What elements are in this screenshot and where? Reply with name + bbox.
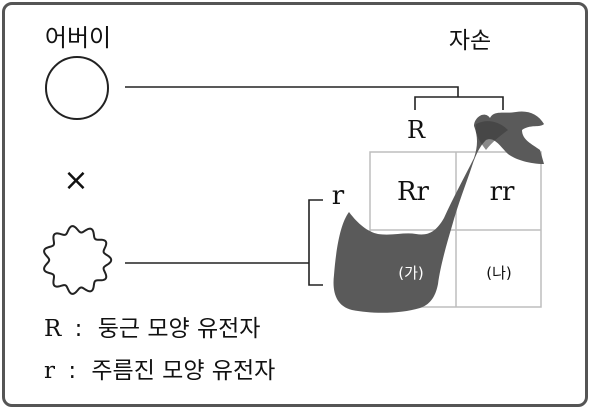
cross-symbol: ×	[63, 163, 88, 198]
round-seed-parent	[45, 56, 109, 120]
legend-row-r: r : 주름진 모양 유전자	[44, 358, 275, 384]
ink-blot	[333, 111, 544, 313]
legend-sep: :	[68, 358, 76, 384]
legend-text: 주름진 모양 유전자	[91, 358, 275, 384]
cell-rr: rr	[490, 177, 515, 207]
allele-R-label: R	[407, 116, 426, 144]
legend-allele: R	[44, 316, 62, 342]
wrinkled-seed-parent	[43, 225, 113, 295]
legend: R : 둥근 모양 유전자 r : 주름진 모양 유전자	[44, 316, 275, 384]
legend-row-R: R : 둥근 모양 유전자	[44, 316, 260, 342]
cell-ga: (가)	[398, 264, 424, 282]
legend-text: 둥근 모양 유전자	[98, 316, 261, 342]
cell-Rr: Rr	[397, 177, 430, 207]
legend-sep: :	[75, 316, 83, 342]
allele-r-label: r	[332, 181, 345, 211]
parents-label: 어버이	[45, 24, 111, 52]
connector-lines	[125, 86, 504, 286]
cell-na: (나)	[486, 264, 512, 282]
legend-allele: r	[44, 358, 55, 384]
punnett-grid	[369, 151, 542, 308]
offspring-label: 자손	[449, 28, 491, 54]
